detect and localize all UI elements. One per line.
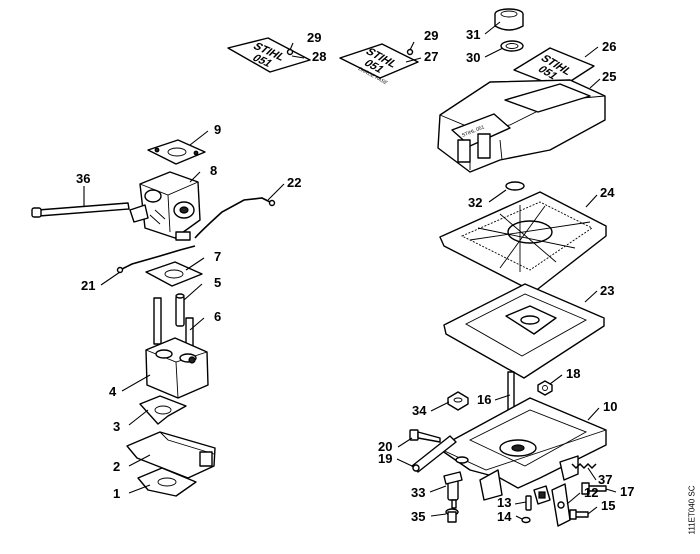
studs <box>175 293 185 327</box>
callout-29-right: 29 <box>424 28 438 43</box>
callout-24: 24 <box>600 185 615 200</box>
callout-3: 3 <box>113 419 120 434</box>
callout-37: 37 <box>598 472 612 487</box>
carburetor <box>129 171 201 241</box>
carburetor-box-cover: STIHL 051 <box>437 79 606 173</box>
callout-25: 25 <box>602 69 616 84</box>
callout-35: 35 <box>411 509 425 524</box>
callout-18: 18 <box>566 366 580 381</box>
bolt <box>409 429 441 443</box>
spring <box>571 462 597 470</box>
throttle-rod <box>194 197 276 239</box>
air-filter <box>439 191 607 293</box>
carburetor-gasket-top <box>147 139 206 165</box>
callout-12: 12 <box>584 485 598 500</box>
support-rod <box>507 371 515 411</box>
callout-30: 30 <box>466 50 480 65</box>
callout-15: 15 <box>601 498 615 513</box>
heat-shield-plate <box>126 431 216 479</box>
callout-5: 5 <box>214 275 221 290</box>
leader-lines <box>83 21 617 520</box>
callout-28: 28 <box>312 49 326 64</box>
document-code-text: 111ET040 SC <box>687 485 697 535</box>
model-decal-left: STIHL 051 <box>227 37 311 73</box>
callout-2: 2 <box>113 459 120 474</box>
retaining-ring <box>505 181 525 191</box>
callout-23: 23 <box>600 283 614 298</box>
plug <box>445 508 459 523</box>
small-washer <box>521 516 531 524</box>
choke-shaft <box>443 471 463 509</box>
callout-29-left: 29 <box>307 30 321 45</box>
hex-nut <box>537 380 553 396</box>
callout-6: 6 <box>214 309 221 324</box>
model-decal-center: STIHL 051 DARDE FASE <box>339 43 419 86</box>
pin <box>525 495 532 511</box>
callout-32: 32 <box>468 195 482 210</box>
screw <box>581 482 607 495</box>
filter-base-frame <box>443 283 605 379</box>
callout-1: 1 <box>113 486 120 501</box>
manifold-flange <box>145 297 209 399</box>
document-code: 111ET040 SC <box>686 470 698 550</box>
choke-lever <box>411 435 457 473</box>
callout-4: 4 <box>109 384 117 399</box>
callout-20: 20 <box>378 439 392 454</box>
washer <box>447 391 469 411</box>
callout-22: 22 <box>287 175 301 190</box>
base-gasket <box>137 467 197 497</box>
lever-bracket <box>551 483 571 527</box>
callout-13: 13 <box>497 495 511 510</box>
flange-gasket <box>139 395 187 425</box>
filler-cap <box>494 8 524 31</box>
callout-27: 27 <box>424 49 438 64</box>
callout-31: 31 <box>466 27 480 42</box>
choke-rod <box>31 202 130 218</box>
callout-14: 14 <box>497 509 512 524</box>
callout-34: 34 <box>412 403 427 418</box>
callout-16: 16 <box>477 392 491 407</box>
callout-33: 33 <box>411 485 425 500</box>
callout-21: 21 <box>81 278 95 293</box>
sealing-plate <box>533 485 551 505</box>
sealing-ring <box>500 40 524 52</box>
carburetor-box-base <box>437 397 607 501</box>
callout-10: 10 <box>603 399 617 414</box>
callout-7: 7 <box>214 249 221 264</box>
screw-small <box>569 509 589 520</box>
callout-26: 26 <box>602 39 616 54</box>
callout-17: 17 <box>620 484 634 499</box>
callout-36: 36 <box>76 171 90 186</box>
callout-9: 9 <box>214 122 221 137</box>
callout-8: 8 <box>210 163 217 178</box>
linkage-rod <box>116 245 196 274</box>
carburetor-gasket <box>145 261 203 287</box>
cover-decal: STIHL 051 <box>513 47 595 89</box>
callout-labels: 1 2 3 4 5 6 7 8 9 10 12 13 14 15 16 17 1… <box>76 27 634 524</box>
callout-19: 19 <box>378 451 392 466</box>
